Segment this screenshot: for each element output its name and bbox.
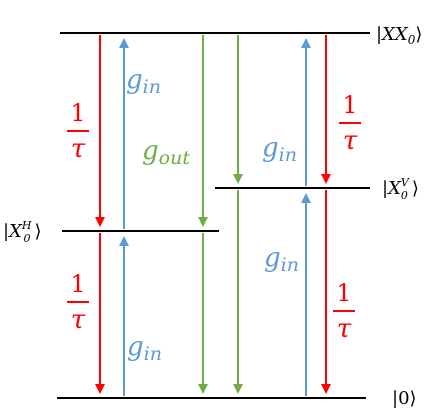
label-rate-lower-left: 1 τ [67,270,89,335]
label-rate-upper-left: 1 τ [67,99,89,164]
rate-numerator: 1 [336,279,351,307]
label-g-in-upper-right: gin [262,133,297,166]
rate-denominator: τ [343,126,358,156]
label-g-out: gout [142,136,190,169]
level-label-xx: |XX0⟩ [376,24,422,47]
rate-numerator: 1 [70,270,85,298]
rate-denominator: τ [337,314,352,344]
label-g-in-upper-left: gin [126,65,161,98]
rate-numerator: 1 [342,91,357,119]
level-label-ground: |0⟩ [392,388,417,409]
rate-denominator: τ [71,134,86,164]
label-rate-upper-right: 1 τ [339,91,361,156]
rate-denominator: τ [71,305,86,335]
label-rate-lower-right: 1 τ [333,279,355,344]
rate-numerator: 1 [70,99,85,127]
label-g-in-lower-left: gin [127,332,162,365]
label-g-in-lower-right: gin [264,243,299,276]
